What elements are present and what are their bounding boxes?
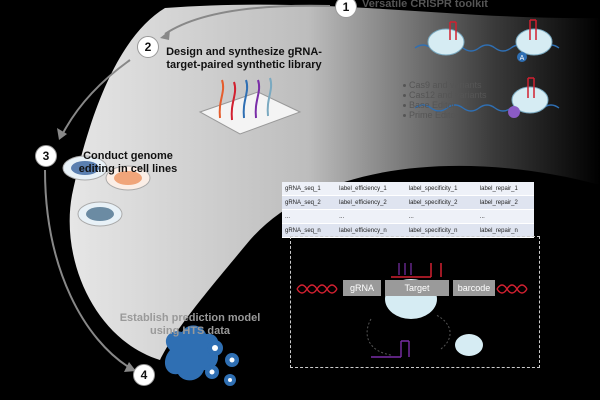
right-dna-icon: [496, 284, 528, 294]
table-cell: label_specificity_1: [405, 182, 477, 196]
step-2-number: 2: [137, 36, 159, 58]
cycle-arrow: [435, 314, 451, 350]
base-editor-letter: A: [520, 55, 525, 62]
table-cell: label_repair_n: [476, 223, 534, 238]
arrow-3-to-4: [44, 169, 131, 369]
toolkit-list-item: Prime Editor: [403, 110, 459, 120]
table-cell: ...: [405, 209, 477, 224]
guide-rna-icon: [449, 21, 457, 40]
cas12-protein-icon: [515, 28, 553, 56]
guide-rna-icon: [527, 77, 535, 98]
table-cell: label_efficiency_1: [336, 182, 406, 196]
arrowhead-icon: [57, 128, 67, 140]
toolkit-list-item: Cas9 and variants: [403, 80, 482, 90]
table-cell: label_repair_1: [476, 182, 534, 196]
table-cell: gRNA_seq_1: [282, 182, 337, 196]
arrowhead-icon: [160, 30, 170, 40]
guide-rna-icon: [391, 263, 442, 278]
construct-segment-grna: gRNA: [343, 280, 381, 296]
table-cell: ...: [336, 209, 406, 224]
arrow-2-to-3: [61, 59, 131, 136]
free-guide-rna-icon: [371, 340, 410, 358]
table-cell: label_specificity_n: [405, 223, 477, 238]
step-2-label: Design and synthesize gRNA-target-paired…: [166, 46, 322, 71]
oligo-icon: [266, 77, 273, 117]
cell-colony-icon: [86, 207, 114, 221]
table-cell: ...: [282, 209, 337, 224]
toolkit-list-item: Cas12 and variants: [403, 90, 487, 100]
right-dna-icon: [496, 284, 528, 294]
step-1-label: Versatile CRISPR toolkit: [362, 0, 488, 10]
arrow-1-to-2: [164, 4, 331, 35]
toolkit-list-item: Base Editor: [403, 100, 456, 110]
step-3-number: 3: [35, 145, 57, 167]
construct-segment-barcode: barcode: [453, 280, 495, 296]
oligo-icon: [254, 79, 261, 119]
cell-colony-icon: [114, 171, 142, 185]
library-plate-icon: [198, 91, 302, 135]
step-3-label: Conduct genome editing in cell lines: [78, 150, 178, 175]
step-4-number: 4: [133, 364, 155, 386]
reverse-transcriptase-icon: [508, 106, 520, 118]
guide-rna-icon: [398, 263, 412, 275]
cas-protein-free-icon: [455, 334, 483, 356]
cas9-protein-icon: [427, 28, 465, 56]
cycle-arrow: [366, 318, 392, 356]
prime-editor-protein-icon: [511, 86, 549, 114]
table-cell: gRNA_seq_n: [282, 223, 337, 238]
oligo-icon: [218, 79, 225, 119]
table-cell: gRNA_seq_2: [282, 195, 337, 210]
left-dna-icon: [296, 284, 338, 294]
table-cell: label_repair_2: [476, 195, 534, 210]
table-cell: ...: [476, 209, 534, 224]
guide-rna-icon: [529, 19, 537, 40]
table-cell: label_specificity_2: [405, 195, 477, 210]
step-4-label: Establish prediction model using HTS dat…: [119, 312, 261, 337]
construct-canvas: [296, 263, 528, 358]
base-editor-deaminase-icon: [517, 52, 527, 62]
oligo-icon: [230, 81, 237, 121]
table-cell: label_efficiency_2: [336, 195, 406, 210]
brain-icon: [164, 325, 219, 381]
construct-segment-target: Target: [385, 280, 449, 296]
gear-icon: [205, 340, 239, 386]
construct-detail-box: gRNA Target barcode: [290, 236, 540, 368]
step-1-number: 1: [335, 0, 357, 18]
oligo-icon: [242, 79, 249, 119]
cell-colony-icon: [71, 161, 99, 175]
table-cell: label_efficiency_n: [336, 223, 406, 238]
table-row: ............: [282, 209, 534, 224]
